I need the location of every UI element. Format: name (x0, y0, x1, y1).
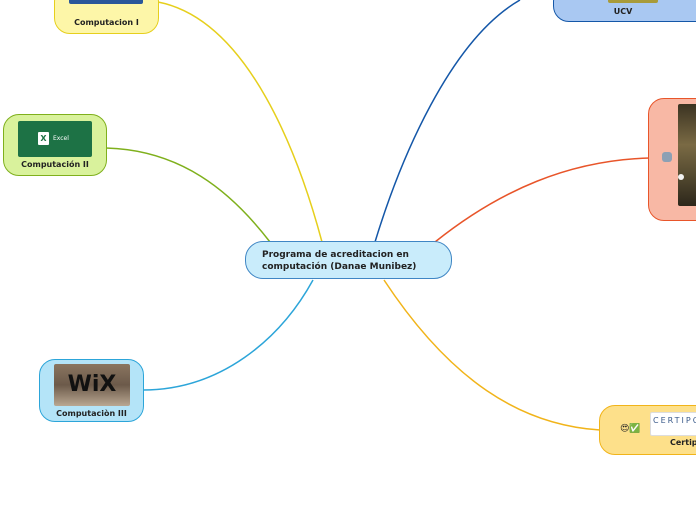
connector-certipo (383, 279, 601, 431)
connector-right-mid (434, 157, 651, 243)
connector-computacion-ii (105, 147, 271, 243)
certipo-emoji: 😍✅ (620, 424, 641, 434)
node-right-mid[interactable] (648, 98, 696, 221)
node-certipo[interactable]: 😍✅ CERTIPO Certipo (599, 405, 696, 455)
connector-computacion-i (157, 1, 323, 243)
node-computacion-ii-label: Computación II (21, 160, 89, 169)
node-computacion-iii[interactable]: WiX Computaciòn III (39, 359, 144, 422)
connector-ucv (374, 0, 521, 243)
node-computacion-i-label: Computacion I (74, 18, 139, 27)
wix-logo-text: WiX (67, 372, 117, 397)
wix-logo-icon: WiX (54, 364, 130, 406)
robot-icon (662, 152, 672, 162)
certipo-logo: CERTIPO (650, 412, 696, 436)
ucv-image (608, 0, 658, 3)
node-computacion-iii-label: Computaciòn III (56, 409, 127, 418)
central-topic-line2: computación (Danae Munibez) (262, 262, 417, 272)
central-topic[interactable]: Programa de acreditacion en computación … (245, 241, 452, 279)
node-computacion-i[interactable]: Computacion I (54, 0, 159, 34)
word-logo-icon (69, 0, 143, 4)
node-computacion-ii[interactable]: X Excel Computación II (3, 114, 107, 176)
connector-computacion-iii (142, 279, 314, 391)
certipo-logo-text: CERTIPO (653, 416, 696, 425)
node-ucv-label: UCV (613, 7, 633, 16)
central-topic-line1: Programa de acreditacion en (262, 250, 409, 260)
excel-logo-icon: X Excel (18, 121, 92, 157)
node-certipo-label: Certipo (670, 438, 696, 447)
node-ucv[interactable]: UCV (553, 0, 696, 22)
excel-logo-text: Excel (53, 135, 69, 142)
right-mid-image (678, 104, 696, 206)
